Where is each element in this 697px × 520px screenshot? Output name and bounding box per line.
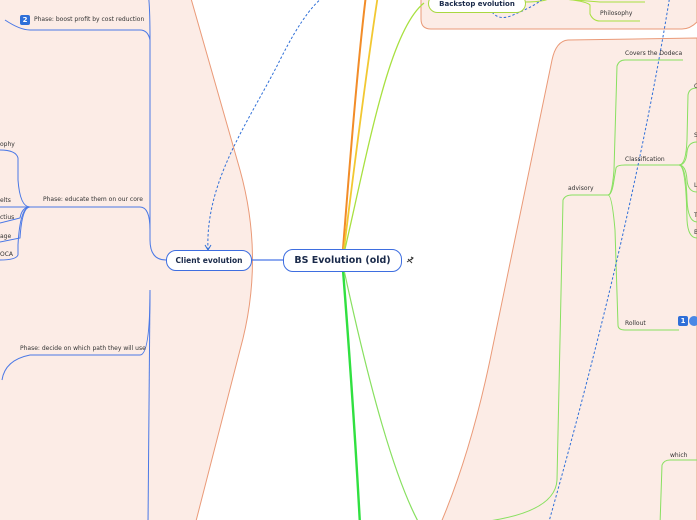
backstop-branch-lines xyxy=(523,0,645,22)
classification-subitem[interactable]: S xyxy=(694,132,697,139)
client-evolution-region xyxy=(0,0,253,520)
branch-line-green xyxy=(341,269,361,520)
phase-educate[interactable]: Phase: educate them on our core xyxy=(43,196,143,203)
backstop-item-philosophy[interactable]: Philosophy xyxy=(600,10,633,17)
priority-2-icon: 2 xyxy=(20,15,30,25)
central-topic[interactable]: BS Evolution (old) xyxy=(283,249,402,272)
client-subitem[interactable]: OCA xyxy=(0,251,14,258)
branch-collapse-icon[interactable] xyxy=(406,256,414,264)
branch-line-advisory xyxy=(343,269,419,520)
advisory-item-rollout[interactable]: Rollout xyxy=(625,320,646,327)
classification-subitem[interactable]: C xyxy=(694,83,697,90)
branch-line-orange xyxy=(342,0,367,250)
priority-1-icon: 1 xyxy=(678,316,688,326)
advisory-topic[interactable]: advisory xyxy=(568,185,594,192)
classification-subitem[interactable]: L xyxy=(694,182,697,189)
classification-subitem[interactable]: T xyxy=(694,212,697,219)
lower-right-item-which[interactable]: which xyxy=(670,452,688,459)
branch-line-yellow xyxy=(343,0,379,250)
backstop-evolution-topic[interactable]: Backstop evolution xyxy=(428,0,526,13)
branch-line-backstop xyxy=(344,2,425,250)
client-subitem[interactable]: elts xyxy=(0,197,11,204)
relation-dashed-link-advisory xyxy=(548,0,670,520)
classification-subitem[interactable]: B xyxy=(694,229,697,236)
client-evolution-topic[interactable]: Client evolution xyxy=(166,250,252,271)
client-subitem[interactable]: ctius xyxy=(0,214,15,221)
relation-dashed-link-backstop xyxy=(491,0,543,18)
advisory-item-classification[interactable]: Classification xyxy=(625,156,665,163)
relation-dashed-link-client xyxy=(207,0,321,251)
advisory-region xyxy=(441,37,697,520)
client-subitem[interactable]: ophy xyxy=(0,141,15,148)
advisory-branch-lines xyxy=(491,59,697,520)
rollout-marker-icon xyxy=(689,316,697,326)
client-branch-lines xyxy=(0,0,167,520)
client-subitem[interactable]: age xyxy=(0,233,12,240)
advisory-item-covers-dodeca[interactable]: Covers the Dodeca xyxy=(625,50,683,57)
phase-decide-path[interactable]: Phase: decide on which path they will us… xyxy=(20,345,146,352)
phase-boost-profit[interactable]: Phase: boost profit by cost reduction xyxy=(34,16,145,23)
